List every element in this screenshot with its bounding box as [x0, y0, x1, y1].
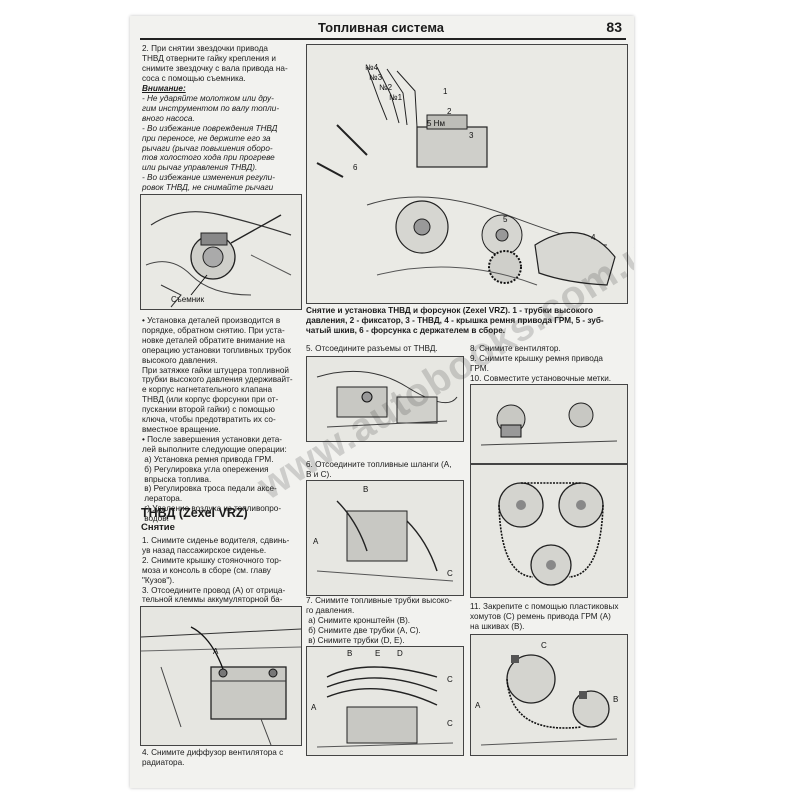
fig-label-4: 4	[591, 233, 596, 242]
subsection-title: Снятие	[141, 522, 175, 533]
hoses-label-a: A	[313, 537, 319, 546]
warning-title: Внимание:	[142, 84, 186, 93]
removal-steps-1-3: 1. Снимите сиденье водителя, сдвинь- ув …	[142, 536, 290, 614]
steps-8-10-text: 8. Снимите вентилятор. 9. Снимите крышку…	[470, 344, 612, 383]
fuel-pipes-figure: B E D C A C	[306, 646, 464, 756]
battery-illustration	[141, 607, 301, 745]
pipes-label-a: A	[311, 703, 317, 712]
fig-label-5nm: 5 Нм	[427, 119, 445, 128]
fig-label-n2: №2	[379, 83, 393, 92]
belt-illustration	[471, 465, 627, 597]
marks-illustration	[471, 385, 627, 463]
fig-label-3: 3	[469, 131, 474, 140]
hoses-label-b: B	[363, 485, 369, 494]
battery-label-a: A	[213, 647, 219, 656]
page-number: 83	[606, 19, 622, 35]
pipes-label-c1: C	[447, 675, 453, 684]
step-5-text: 5. Отсоедините разъемы от ТНВД.	[306, 344, 438, 353]
step-6-text: 6. Отсоедините топливные шланги (А, В и …	[306, 460, 452, 479]
clamps-label-c: C	[541, 641, 547, 650]
puller-label: Съемник	[171, 295, 205, 304]
clamps-label-b: B	[613, 695, 619, 704]
fuel-hoses-figure: B A C	[306, 480, 464, 596]
connectors-illustration	[307, 357, 463, 441]
step-7-text: 7. Снимите топливные трубки высоко- го д…	[306, 596, 452, 645]
pipes-illustration	[307, 647, 463, 755]
hoses-label-c: C	[447, 569, 453, 578]
clamps-illustration	[471, 635, 627, 755]
step-11-text: 11. Закрепите с помощью пластиковых хому…	[470, 602, 619, 631]
pipes-label-b: B	[347, 649, 353, 658]
hoses-illustration	[307, 481, 463, 595]
injection-pump-figure: №4 №3 №2 №1 1 2 5 Нм 3 6 5 4	[306, 44, 628, 304]
page-title: Топливная система	[318, 20, 444, 35]
puller-illustration	[141, 195, 301, 309]
belt-clamps-figure: C A B	[470, 634, 628, 756]
timing-belt-figure	[470, 464, 628, 598]
step-2-text: 2. При снятии звездочки привода ТНВД отв…	[142, 44, 288, 83]
page-header: Топливная система 83	[140, 18, 626, 40]
step-4-text: 4. Снимите диффузор вентилятора с радиат…	[142, 748, 284, 767]
pipes-label-d: D	[397, 649, 403, 658]
fig-label-6: 6	[353, 163, 358, 172]
puller-figure: Съемник	[140, 194, 302, 310]
main-figure-caption: Снятие и установка ТНВД и форсунок (Zexe…	[306, 306, 604, 335]
fig-label-n1: №1	[389, 93, 403, 102]
fig-label-2: 2	[447, 107, 452, 116]
alignment-marks-figure	[470, 384, 628, 464]
clamps-label-a: A	[475, 701, 481, 710]
fig-label-n3: №3	[369, 73, 383, 82]
section-title: ТНВД (Zexel VRZ)	[141, 506, 248, 520]
fig-label-n4: №4	[365, 63, 379, 72]
pipes-label-c2: C	[447, 719, 453, 728]
fig-label-1: 1	[443, 87, 448, 96]
warning-text: - Не ударяйте молотком или дру- гим инст…	[142, 94, 280, 202]
pipes-label-e: E	[375, 649, 381, 658]
battery-figure: A	[140, 606, 302, 746]
pump-illustration	[307, 45, 627, 303]
manual-page: Топливная система 83 2. При снятии звезд…	[130, 16, 634, 788]
connectors-figure	[306, 356, 464, 442]
fig-label-5: 5	[503, 215, 508, 224]
install-text: • Установка деталей производится в поряд…	[142, 316, 293, 524]
